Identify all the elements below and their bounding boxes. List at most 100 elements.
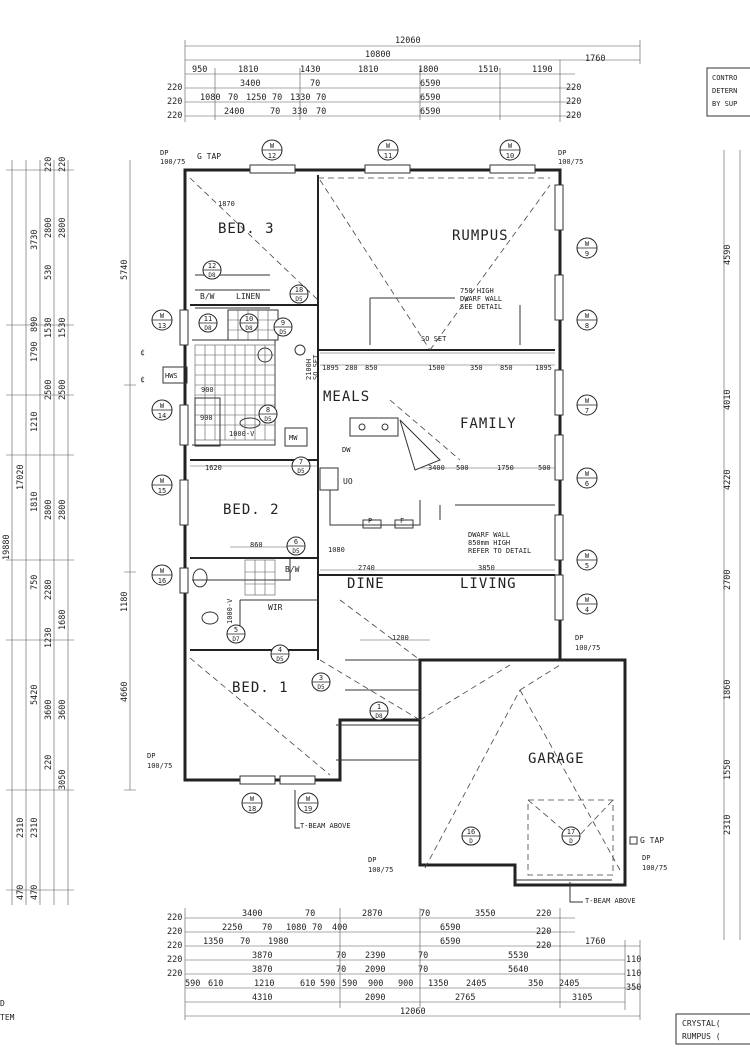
window-tag-number: 16	[158, 577, 166, 585]
dim: 1430	[300, 65, 320, 75]
door-tag-type: D	[469, 838, 473, 845]
room-label-dine: DINE	[347, 576, 385, 592]
window-tag-w13: W13	[151, 309, 173, 331]
dim-top-1760: 1760	[585, 54, 605, 64]
svg-text:1860: 1860	[723, 680, 733, 700]
window-tag-number: 18	[248, 805, 256, 813]
dim: 500	[456, 464, 469, 472]
note-dp-line1: DP	[558, 149, 566, 157]
window-tag-number: 4	[585, 606, 589, 614]
room-label-rumpus: RUMPUS	[452, 228, 509, 244]
window-tag-w8: W8	[576, 309, 598, 331]
dim: 2090	[365, 993, 385, 1003]
dim: 3850	[478, 564, 495, 572]
window-tag-w14: W14	[151, 399, 173, 421]
left-dimensions: 19880 17020 2310 470 3730 890 1790 1210 …	[2, 157, 145, 905]
note-dp-line1: DP	[575, 634, 583, 642]
dim: 70	[272, 93, 282, 103]
note-gtap: G TAP	[197, 152, 221, 161]
dim: 2400	[224, 107, 244, 117]
note-tbeam-1: T-BEAM ABOVE	[300, 822, 351, 830]
door-tag-8: 8D5	[258, 404, 278, 424]
door-tag-5: 5D7	[226, 624, 246, 644]
control-note-line2: DETERN	[712, 87, 737, 95]
dim: 330	[292, 107, 307, 117]
dim: 220	[566, 97, 581, 107]
door-tag-type: D5	[264, 416, 272, 423]
control-note-line1: CONTRO	[712, 74, 737, 82]
note-dwarf-mid-line1: DWARF WALL	[468, 531, 510, 539]
window-tag-letter: W	[386, 142, 391, 150]
label-900b: 900	[200, 414, 213, 422]
door-tag-1: 1D8	[369, 701, 389, 721]
room-dimensions: 1870 1895 280 850 1500 350 850 1895 1620…	[190, 200, 555, 642]
dim: 70	[262, 923, 272, 933]
dim: 1080	[286, 923, 306, 933]
dim: 220	[44, 755, 54, 770]
door-tag-type: D8	[208, 272, 216, 279]
window-tag-w15: W15	[151, 474, 173, 496]
dim: 220	[167, 913, 182, 923]
room-label-living: LIVING	[460, 576, 517, 592]
label-dw: DW	[342, 446, 351, 454]
dim: 2405	[559, 979, 579, 989]
dim: 1895	[535, 364, 552, 372]
door-tag-type: D5	[279, 329, 287, 336]
title-box-line1: CRYSTAL(	[682, 1019, 721, 1028]
window-tag-w5: W5	[576, 549, 598, 571]
room-label-bed3: BED. 3	[218, 221, 275, 237]
dim: 1210	[30, 412, 40, 432]
dim: 70	[418, 965, 428, 975]
dim: 70	[305, 909, 315, 919]
door-tag-number: 12	[208, 262, 216, 270]
dim: 530	[44, 265, 54, 280]
note-dp-line2: 100/75	[575, 644, 600, 652]
dim: 1810	[358, 65, 378, 75]
dim: 2800	[58, 500, 68, 520]
door-tag-type: D5	[295, 296, 303, 303]
bottom-dimensions: 220 3400 70 2870 70 3550 220 220 2250 70…	[167, 908, 641, 1020]
door-tags: 12D818D511D810D89D58D57D56D55D74D53D51D8…	[198, 260, 581, 846]
dim: 350	[470, 364, 483, 372]
window-tag-w16: W 16	[151, 564, 173, 586]
dim: 1530	[44, 318, 54, 338]
window-tag-number: 19	[304, 805, 312, 813]
dim: 1350	[428, 979, 448, 989]
dim: 220	[566, 111, 581, 121]
door-tag-type: D	[569, 838, 573, 845]
dim: 220	[536, 909, 551, 919]
dim: 500	[538, 464, 551, 472]
note-tbeam-2: T-BEAM ABOVE	[585, 897, 636, 905]
dim: 220	[167, 927, 182, 937]
window-tag-number: 11	[384, 152, 392, 160]
note-dwarf-mid-line2: 850mm HIGH	[468, 539, 510, 547]
room-label-garage: GARAGE	[528, 751, 585, 767]
dim: 3400	[428, 464, 445, 472]
window-tag-number: 15	[158, 487, 166, 495]
label-hws: HWS	[165, 372, 178, 380]
door-tag-type: D5	[317, 684, 325, 691]
dim: 350	[626, 983, 641, 993]
dim-left-overall: 19880	[2, 534, 12, 560]
dim: 6590	[420, 93, 440, 103]
dim: 350	[528, 979, 543, 989]
label-biw-bed2: B/W	[285, 565, 300, 574]
window-tag-number: 6	[585, 480, 589, 488]
dim: 1190	[532, 65, 552, 75]
dim: 220	[167, 969, 182, 979]
dim: 220	[58, 157, 68, 172]
dim: 1800	[418, 65, 438, 75]
dim: 470	[16, 885, 26, 900]
note-so-set: SO SET	[421, 335, 447, 343]
note-dwarf-line2: DWARF WALL	[460, 295, 502, 303]
note-dwarf-line3: SEE DETAIL	[460, 303, 502, 311]
dim: 220	[167, 955, 182, 965]
dim: 850	[365, 364, 378, 372]
label-uo: UO	[343, 477, 353, 486]
dim: 1980	[268, 937, 288, 947]
dim: 3600	[58, 700, 68, 720]
window-tag-letter: W	[160, 567, 165, 575]
dim: 1230	[44, 628, 54, 648]
door-tag-type: D8	[245, 325, 253, 332]
